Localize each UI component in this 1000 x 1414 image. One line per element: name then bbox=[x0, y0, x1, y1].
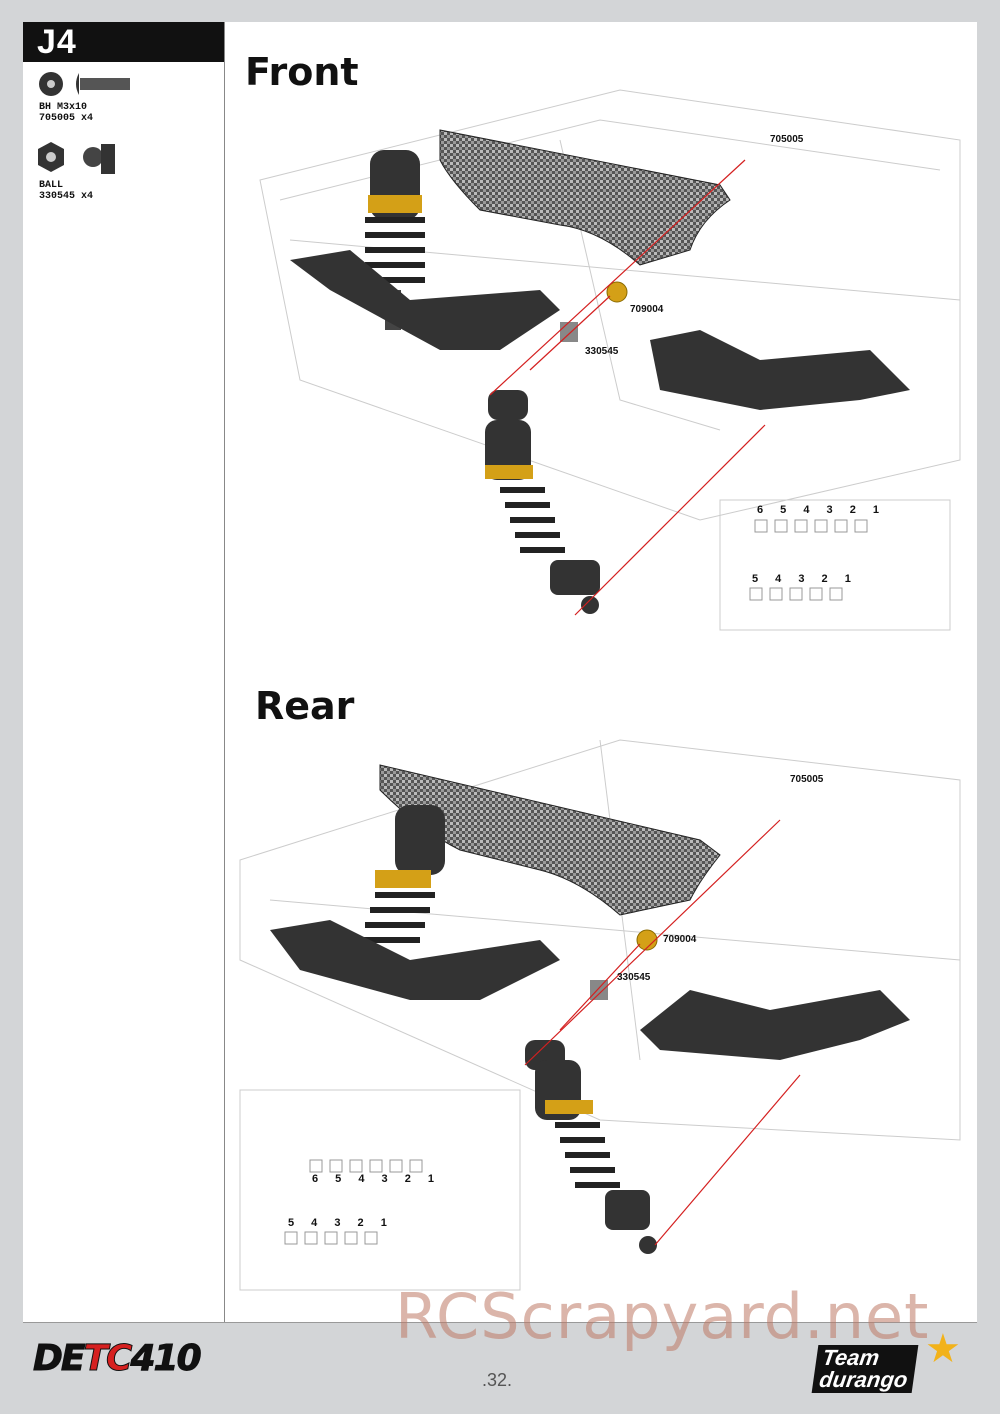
rear-shock-loose bbox=[525, 1040, 657, 1254]
rear-callout-screw: 705005 bbox=[790, 774, 824, 785]
rear-arrows bbox=[524, 819, 801, 1246]
front-shock-plate bbox=[439, 129, 731, 266]
front-callout-screw: 705005 bbox=[770, 134, 804, 145]
front-shock-loose bbox=[485, 390, 600, 614]
rear-inset-lower-numbers: 5 4 3 2 1 bbox=[288, 1217, 394, 1229]
rear-callout-spacer: 709004 bbox=[663, 934, 697, 945]
rear-inset-upper-numbers: 6 5 4 3 2 1 bbox=[312, 1173, 441, 1185]
page-panel bbox=[23, 22, 977, 1323]
front-arm-right bbox=[650, 330, 910, 410]
rear-arm-left bbox=[270, 920, 560, 1000]
front-shock-mounted bbox=[365, 150, 425, 330]
page-number: .32. bbox=[482, 1370, 513, 1390]
front-inset-lower-numbers: 5 4 3 2 1 bbox=[752, 573, 858, 585]
watermark: RCScrapyard.net bbox=[395, 1280, 930, 1353]
front-arrows bbox=[489, 159, 766, 616]
screw-icon bbox=[39, 72, 130, 96]
star-icon: ★ bbox=[925, 1327, 961, 1371]
ball-stud-icon bbox=[38, 142, 115, 174]
front-callout-spacer: 709004 bbox=[630, 304, 664, 315]
detc410-logo: DETC410 bbox=[32, 1338, 202, 1380]
rear-shock-mounted bbox=[360, 805, 445, 943]
front-callout-ball: 330545 bbox=[585, 346, 619, 357]
front-inset-upper-numbers: 6 5 4 3 2 1 bbox=[757, 504, 886, 516]
front-arm-left bbox=[290, 250, 560, 350]
rear-callout-ball: 330545 bbox=[617, 972, 651, 983]
rear-heading: Rear bbox=[255, 684, 355, 728]
step-label: J4 bbox=[23, 22, 224, 62]
front-heading: Front bbox=[245, 50, 359, 94]
rear-arm-right bbox=[640, 990, 910, 1060]
